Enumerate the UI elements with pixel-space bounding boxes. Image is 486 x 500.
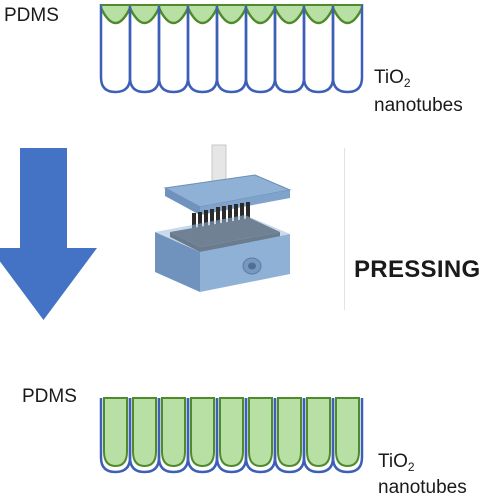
nanotube xyxy=(273,4,306,94)
nanotube xyxy=(331,397,364,474)
tio2-label-top: TiO2 xyxy=(374,67,411,90)
pdms-label-bottom: PDMS xyxy=(22,386,77,407)
divider-line xyxy=(344,148,345,310)
nanotube xyxy=(215,397,248,474)
press-machine-illustration xyxy=(155,144,292,292)
nanotube-array-top xyxy=(99,4,364,94)
nanotube xyxy=(99,397,132,474)
down-arrow-icon xyxy=(0,148,97,320)
nanotube xyxy=(302,397,335,474)
tio2-label-bottom: TiO2 xyxy=(378,451,415,474)
nanotube xyxy=(128,4,161,94)
nanotube xyxy=(302,4,335,94)
nanotube xyxy=(215,4,248,94)
nanotube xyxy=(186,397,219,474)
nanotube xyxy=(157,4,190,94)
nanotube-array-bottom xyxy=(99,397,364,474)
nanotube xyxy=(273,397,306,474)
nanotubes-label-top: nanotubes xyxy=(374,95,463,116)
nanotube xyxy=(244,4,277,94)
nanotubes-label-bottom: nanotubes xyxy=(378,477,467,498)
nanotube xyxy=(99,4,132,94)
nanotube xyxy=(331,4,364,94)
nanotube xyxy=(244,397,277,474)
nanotube xyxy=(186,4,219,94)
nanotube xyxy=(128,397,161,474)
pdms-label-top: PDMS xyxy=(4,5,59,26)
nanotube xyxy=(157,397,190,474)
pressing-label: PRESSING xyxy=(354,256,481,283)
